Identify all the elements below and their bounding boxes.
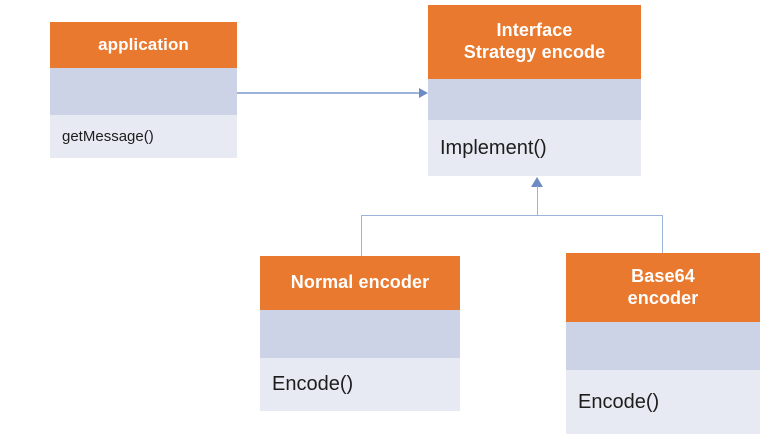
class-box-application[interactable]: application getMessage() bbox=[50, 22, 237, 158]
class-name-base64-encoder: Base64 encoder bbox=[566, 253, 760, 322]
class-operations-strategy-encode: Implement() bbox=[428, 120, 641, 176]
generalization-branch-normal-encoder bbox=[360, 214, 362, 257]
generalization-branch-base64-encoder bbox=[661, 214, 663, 254]
class-name-line-interface: Interface bbox=[496, 20, 573, 41]
class-box-base64-encoder[interactable]: Base64 encoder Encode() bbox=[566, 253, 760, 434]
class-operations-base64-encoder: Encode() bbox=[566, 370, 760, 434]
class-name-line-base64: Base64 bbox=[631, 265, 695, 286]
generalization-arrowhead-icon bbox=[531, 177, 543, 187]
class-attributes-base64-encoder bbox=[566, 322, 760, 370]
operation-encode-normal: Encode() bbox=[272, 373, 354, 395]
class-operations-application: getMessage() bbox=[50, 115, 237, 158]
operation-get-message: getMessage() bbox=[62, 128, 154, 145]
class-name-line-strategy-encode: Strategy encode bbox=[463, 42, 606, 62]
association-arrowhead-icon bbox=[419, 87, 428, 98]
generalization-crossbar-line bbox=[361, 214, 663, 216]
class-name-strategy-encode: Interface Strategy encode bbox=[428, 5, 641, 79]
association-line-application-to-strategy bbox=[237, 92, 419, 94]
class-attributes-strategy-encode bbox=[428, 79, 641, 120]
class-name-line-encoder: encoder bbox=[627, 287, 699, 308]
class-name-normal-encoder: Normal encoder bbox=[260, 256, 460, 310]
class-box-normal-encoder[interactable]: Normal encoder Encode() bbox=[260, 256, 460, 411]
class-operations-normal-encoder: Encode() bbox=[260, 358, 460, 411]
class-name-application: application bbox=[50, 22, 237, 68]
class-attributes-normal-encoder bbox=[260, 310, 460, 358]
generalization-trunk-line bbox=[536, 186, 538, 215]
class-attributes-application bbox=[50, 68, 237, 115]
class-box-strategy-encode[interactable]: Interface Strategy encode Implement() bbox=[428, 5, 641, 176]
operation-encode-base64: Encode() bbox=[578, 390, 660, 413]
operation-implement: Implement() bbox=[440, 136, 547, 159]
